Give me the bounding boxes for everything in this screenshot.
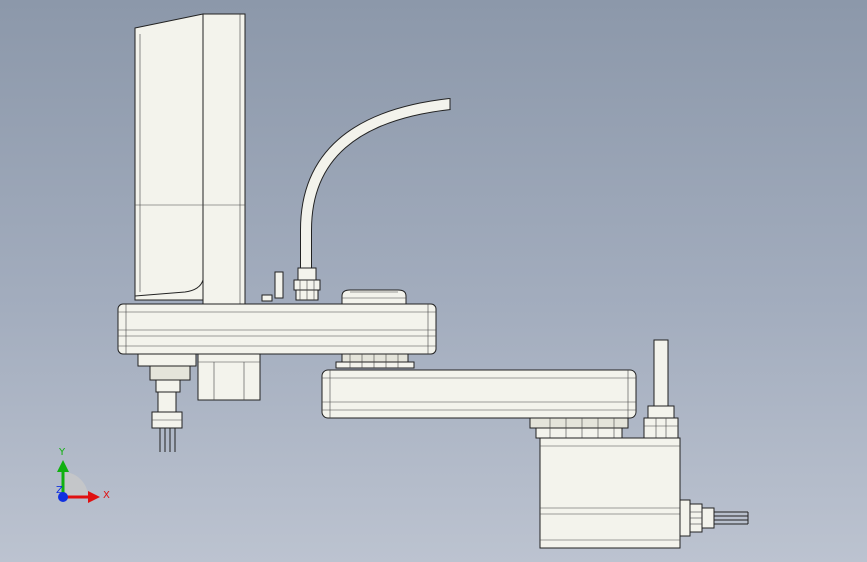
motor-cap — [341, 289, 407, 305]
joint-2-bearing — [529, 417, 629, 439]
connector-post — [261, 271, 284, 302]
y-axis-label: Y — [58, 447, 66, 458]
x-axis-arrowhead — [88, 491, 100, 503]
second-arm[interactable] — [321, 369, 637, 419]
base-arm[interactable] — [117, 303, 437, 355]
spline-shaft — [137, 353, 197, 452]
joint-1-bearing — [335, 353, 415, 369]
z-axis-dot — [58, 492, 68, 502]
cable-conduit — [300, 98, 451, 270]
vertical-rod — [643, 339, 679, 441]
y-axis-arrowhead — [57, 460, 69, 472]
axis-triad: Y X Z — [56, 447, 110, 503]
cable-gland-top — [293, 267, 321, 301]
triad-plane-quadrant — [63, 472, 88, 497]
x-axis-label: X — [103, 490, 110, 501]
controller-housing[interactable] — [134, 13, 246, 305]
base-box[interactable] — [539, 437, 681, 549]
z-axis-label: Z — [56, 485, 63, 496]
cable-gland-side — [679, 499, 749, 537]
z-motor-block — [197, 353, 261, 401]
